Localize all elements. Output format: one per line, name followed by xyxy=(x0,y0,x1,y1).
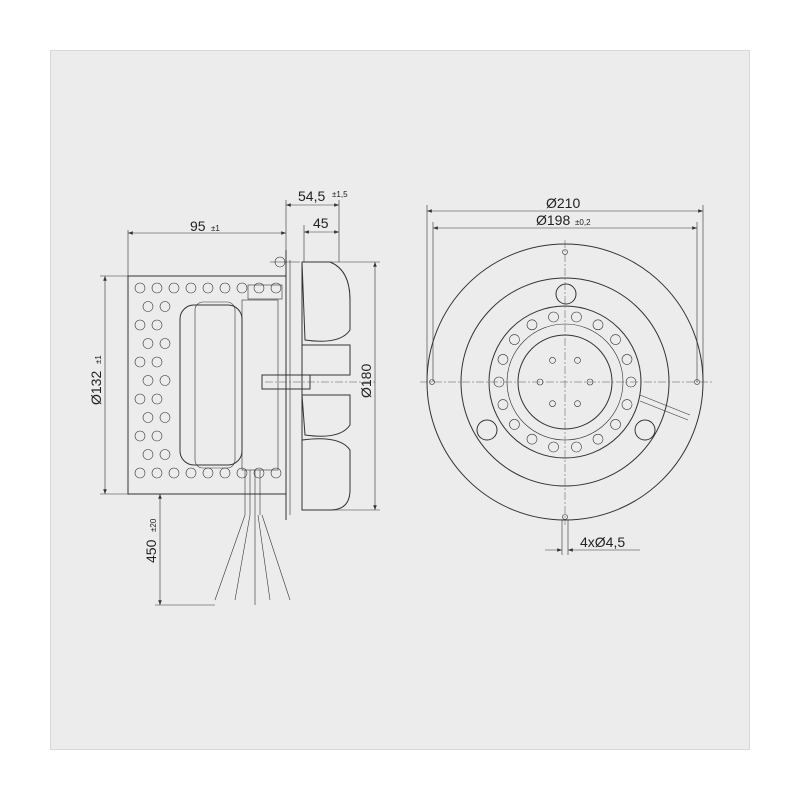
cable-length-tolerance: ±20 xyxy=(149,518,158,532)
front-view: Ø210 Ø198 ±0,2 4xØ4,5 xyxy=(420,195,712,555)
perforation-hole xyxy=(185,282,197,294)
rotor-hole xyxy=(497,399,509,410)
rotor-hole xyxy=(574,357,581,364)
height-tolerance: ±1 xyxy=(94,355,103,364)
cable-length-label: 450 xyxy=(143,539,159,563)
rotor-hole xyxy=(526,433,538,445)
rotor-hole xyxy=(610,419,621,430)
rotor-hole xyxy=(548,441,559,453)
rotor-hole xyxy=(621,399,633,410)
perforation-hole xyxy=(253,282,265,294)
screw-left xyxy=(476,419,498,441)
width-label: 95 xyxy=(190,218,206,234)
perforation-hole xyxy=(134,467,146,479)
perforation-hole xyxy=(142,412,154,423)
perforation-hole xyxy=(185,467,197,479)
perforation-hole xyxy=(168,467,180,479)
perforation-hole xyxy=(159,301,171,312)
flange-depth-label: 54,5 xyxy=(298,188,325,204)
perforation-hole xyxy=(151,430,163,442)
impeller-depth-label: 45 xyxy=(313,215,329,231)
perforation-hole xyxy=(151,282,163,294)
screw-right xyxy=(634,419,656,441)
perforation-hole xyxy=(151,467,163,479)
perforation-hole xyxy=(159,449,171,460)
rotor-hole xyxy=(549,357,556,364)
perforation-hole xyxy=(270,467,282,479)
rotor-hole xyxy=(548,311,559,323)
perforation-hole xyxy=(202,282,214,294)
height-label: Ø132 xyxy=(88,371,104,405)
impeller-diameter-label: Ø180 xyxy=(358,364,374,398)
width-tolerance: ±1 xyxy=(211,224,220,233)
perforation-hole xyxy=(168,282,180,294)
rotor-hole xyxy=(621,354,633,365)
rotor-hole xyxy=(592,319,604,331)
rotor-hole xyxy=(549,400,556,407)
perforation-hole xyxy=(253,467,265,479)
side-view: 95 ±1 54,5 ±1,5 45 Ø132 ±1 Ø180 450 ±20 xyxy=(88,188,380,606)
perforation-hole xyxy=(159,338,171,349)
rotor-hole xyxy=(592,433,604,445)
rotor-hole xyxy=(497,354,509,365)
mounting-holes xyxy=(429,249,700,520)
bolt-circle-label: Ø198 xyxy=(536,212,570,228)
perforation-hole xyxy=(270,282,282,294)
flange-depth-tolerance: ±1,5 xyxy=(332,190,348,199)
perforation-hole xyxy=(142,301,154,312)
perforation-hole xyxy=(134,282,146,294)
mounting-holes-label: 4xØ4,5 xyxy=(580,534,625,550)
perforation-hole xyxy=(151,319,163,331)
rotor-hole xyxy=(509,419,520,430)
perforation-hole xyxy=(219,282,231,294)
perforation-holes xyxy=(134,282,282,479)
rotor-hole xyxy=(509,334,520,345)
perforation-hole xyxy=(142,338,154,349)
outer-diameter-label: Ø210 xyxy=(546,195,580,211)
perforation-hole xyxy=(236,282,248,294)
rotor-hole xyxy=(526,319,538,331)
perforation-hole xyxy=(134,430,146,442)
perforation-hole xyxy=(159,412,171,423)
perforation-hole xyxy=(134,319,146,331)
perforation-hole xyxy=(151,393,163,405)
rotor-hole xyxy=(571,311,582,323)
rotor-hole xyxy=(610,334,621,345)
perforation-hole xyxy=(219,467,231,479)
perforation-hole xyxy=(159,375,171,386)
perforation-hole xyxy=(142,375,154,386)
rotor-hole xyxy=(571,441,582,453)
perforation-hole xyxy=(151,356,163,368)
perforation-hole xyxy=(134,356,146,368)
drawing-panel xyxy=(50,50,750,750)
perforation-hole xyxy=(142,449,154,460)
rotor-hole xyxy=(574,400,581,407)
perforation-hole xyxy=(202,467,214,479)
bolt-circle-tolerance: ±0,2 xyxy=(575,218,591,227)
screw-top xyxy=(555,283,577,305)
perforation-hole xyxy=(134,393,146,405)
